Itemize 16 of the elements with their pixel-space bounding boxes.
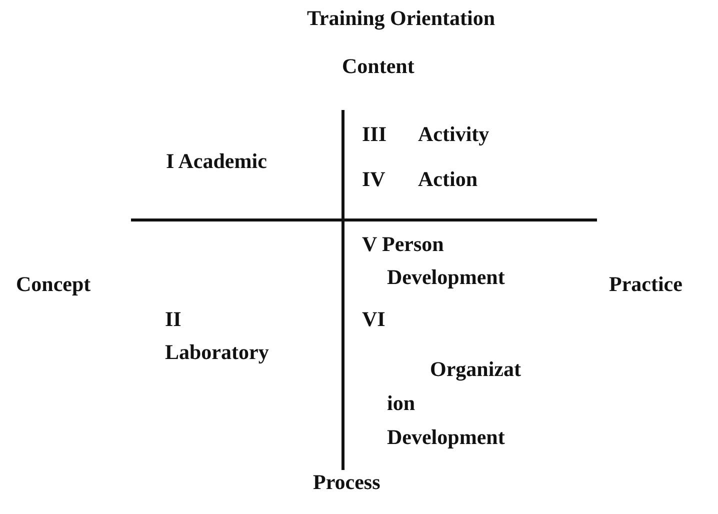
quadrant-label: III	[362, 121, 387, 148]
quadrant-label: Concept	[16, 271, 91, 298]
quadrant-label: Action	[418, 166, 478, 193]
quadrant-label: Content	[342, 53, 414, 80]
quadrant-label: Process	[313, 469, 380, 496]
quadrant-label: V Person Development	[362, 231, 506, 291]
quadrant-label: VI	[362, 306, 386, 333]
title: Training Orientation	[306, 6, 496, 30]
quadrant-label: Organizat	[430, 356, 521, 383]
quadrant-label: Development	[387, 424, 505, 451]
quadrant-label: II Laboratory	[165, 306, 270, 366]
quadrant-label: I Academic	[166, 148, 267, 175]
quadrant-label: ion	[387, 390, 416, 417]
quadrant-label: Practice	[609, 271, 682, 298]
quadrant-label: Activity	[418, 121, 490, 148]
quadrant-label: IV	[362, 166, 386, 193]
